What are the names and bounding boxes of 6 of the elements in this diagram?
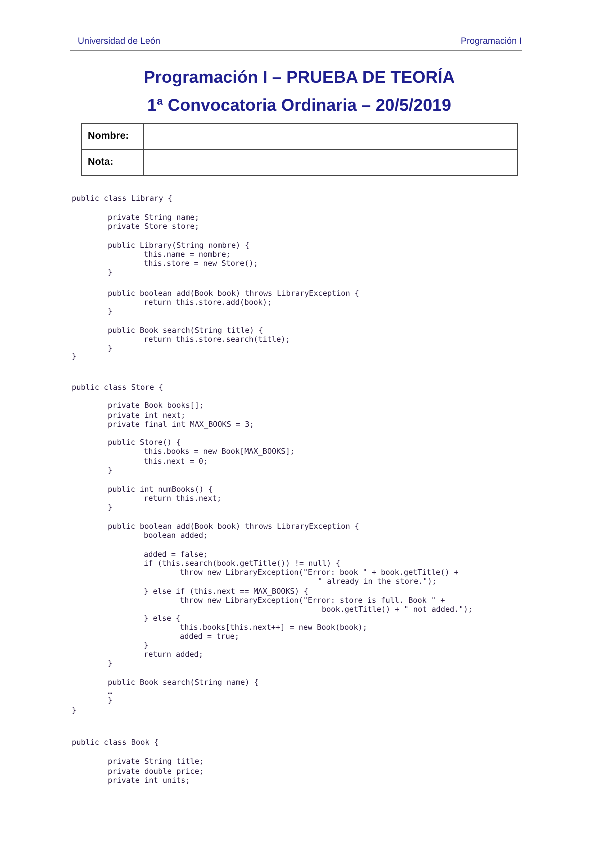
subtitle: 1ª Convocatoria Ordinaria – 20/5/2019 [146, 96, 452, 116]
header-text: Programación I [460, 36, 522, 46]
header-text: Universidad de León [78, 36, 161, 46]
title: Programación I – PRUEBA DE TEORÍA [142, 68, 456, 88]
field-label: Nota: [81, 149, 144, 176]
field-label: Nombre: [81, 123, 144, 150]
